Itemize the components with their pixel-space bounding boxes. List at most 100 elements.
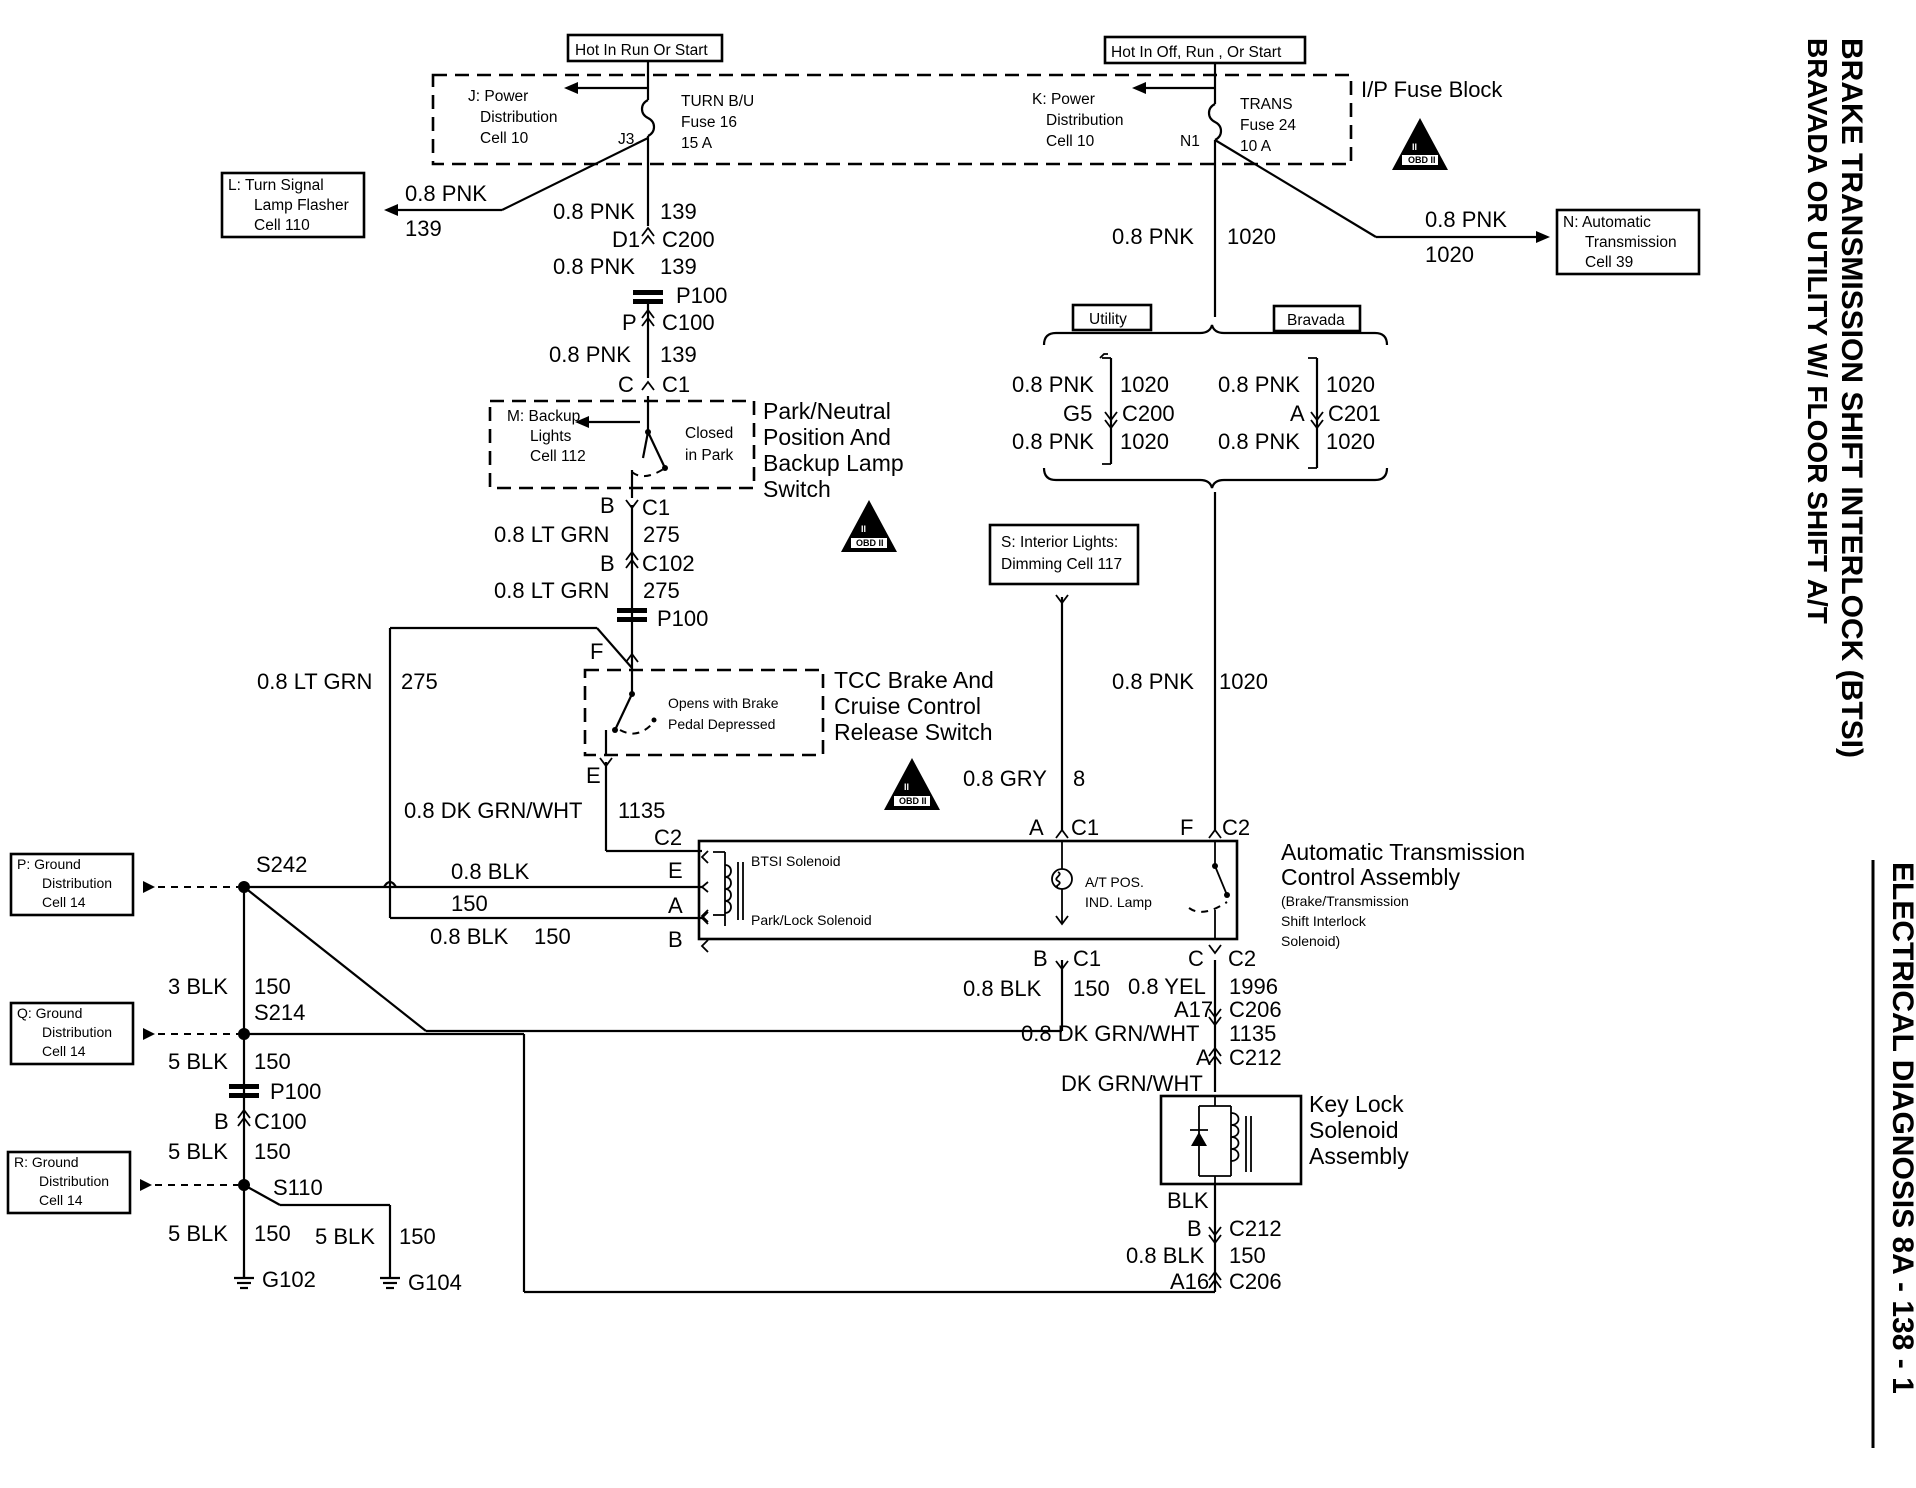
- svg-text:Distribution: Distribution: [42, 875, 112, 891]
- wire-1020-bravada-b: 1020: [1326, 429, 1375, 454]
- ip-fuse-block-label: I/P Fuse Block: [1361, 77, 1503, 102]
- ground-g102-label: G102: [262, 1267, 316, 1292]
- wire-3blk: 3 BLK: [168, 974, 228, 999]
- pin-g5: G5: [1063, 401, 1092, 426]
- svg-text:Fuse 24: Fuse 24: [1240, 117, 1296, 134]
- wire-5blk-c: 5 BLK: [168, 1221, 228, 1246]
- wire-275-b: 275: [643, 578, 680, 603]
- ground-g104-icon: [380, 1270, 400, 1290]
- wire-blk-keylock: BLK: [1167, 1188, 1209, 1213]
- conn-c206-b: C206: [1229, 1269, 1282, 1294]
- svg-text:Transmission: Transmission: [1585, 234, 1677, 251]
- wire-pnk-139-c: 0.8 PNK: [549, 342, 631, 367]
- wire-gry: 0.8 GRY: [963, 766, 1047, 791]
- conn-c201: C201: [1328, 401, 1381, 426]
- svg-text:Distribution: Distribution: [1046, 112, 1124, 129]
- ground-g102-icon: [234, 1270, 254, 1290]
- obd-icon: OBD II II: [884, 758, 940, 810]
- wire-8: 8: [1073, 766, 1085, 791]
- wire-5blk-b: 5 BLK: [168, 1139, 228, 1164]
- conn-c1-tcm-bottom: C1: [1073, 946, 1101, 971]
- pnp-switch-outline: [488, 399, 756, 490]
- n1-label: N1: [1180, 133, 1200, 150]
- svg-text:Lamp Flasher: Lamp Flasher: [254, 197, 349, 214]
- splice-s242: [238, 881, 250, 893]
- svg-text:Fuse 16: Fuse 16: [681, 114, 737, 131]
- tcc-note-1: Opens with Brake: [668, 695, 779, 711]
- p-ground-ref: P: Ground Distribution Cell 14: [9, 852, 135, 917]
- wire-dkgrnwht-b: 0.8 DK GRN/WHT: [1021, 1021, 1199, 1046]
- pnp-switch-label: Park/Neutral Position And Backup Lamp Sw…: [763, 398, 904, 502]
- pin-b-c100: B: [214, 1109, 229, 1134]
- wire-150-5blk-c: 150: [254, 1221, 291, 1246]
- svg-text:OBD II: OBD II: [856, 538, 884, 548]
- svg-text:Cell 39: Cell 39: [1585, 254, 1633, 271]
- svg-text:Key Lock: Key Lock: [1309, 1091, 1404, 1117]
- svg-text:Hot In Off, Run , Or Start: Hot In Off, Run , Or Start: [1111, 44, 1282, 61]
- pin-e-tcc: E: [586, 763, 601, 788]
- conn-p100-b: P100: [657, 606, 708, 631]
- svg-text:Cruise Control: Cruise Control: [834, 693, 981, 719]
- l-wire-color: 0.8 PNK: [405, 181, 487, 206]
- svg-text:ELECTRICAL DIAGNOSIS 8A - 138: ELECTRICAL DIAGNOSIS 8A - 138 - 1: [1886, 862, 1916, 1394]
- splice-s214-label: S214: [254, 1000, 305, 1025]
- tcm-box: [697, 839, 1239, 941]
- svg-text:Solenoid: Solenoid: [1309, 1117, 1399, 1143]
- svg-text:J: Power: J: Power: [468, 88, 528, 105]
- wire-pnk-bravada-a: 0.8 PNK: [1218, 372, 1300, 397]
- fuse-24-label: TRANS Fuse 24 10 A: [1240, 96, 1296, 155]
- conn-c2-tcm-top: C2: [1222, 815, 1250, 840]
- wire-circuit-139-a: 139: [660, 199, 697, 224]
- pin-c: C: [618, 372, 634, 397]
- svg-text:TURN B/U: TURN B/U: [681, 93, 754, 110]
- svg-text:Cell 14: Cell 14: [42, 1043, 86, 1059]
- svg-text:Assembly: Assembly: [1309, 1143, 1409, 1169]
- wire-1020-b: 1020: [1219, 669, 1268, 694]
- svg-text:Automatic Transmission: Automatic Transmission: [1281, 839, 1525, 865]
- svg-text:Hot In Run Or Start: Hot In Run Or Start: [575, 42, 708, 59]
- wire-dkgrnwht-c: DK GRN/WHT: [1061, 1071, 1203, 1096]
- svg-text:S: Interior Lights:: S: Interior Lights:: [1001, 534, 1118, 551]
- conn-c200-a: C200: [662, 227, 715, 252]
- conn-c102: C102: [642, 551, 695, 576]
- svg-text:Solenoid): Solenoid): [1281, 933, 1340, 949]
- svg-text:P: Ground: P: Ground: [17, 856, 81, 872]
- hot-run-start-box: Hot In Run Or Start: [566, 33, 724, 63]
- conn-c212-a: C212: [1229, 1045, 1282, 1070]
- pin-f-c2-tcm: F: [1180, 815, 1193, 840]
- svg-text:Shift Interlock: Shift Interlock: [1281, 913, 1367, 929]
- svg-text:Cell 112: Cell 112: [530, 448, 586, 465]
- wire-150-5blk-b: 150: [254, 1139, 291, 1164]
- p100-passthrough-c: [229, 1084, 259, 1098]
- key-lock-label: Key Lock Solenoid Assembly: [1309, 1091, 1409, 1169]
- wire-ltgrn-a: 0.8 LT GRN: [494, 522, 609, 547]
- wire-ltgrn-b: 0.8 LT GRN: [494, 578, 609, 603]
- conn-c2-tcm-bottom: C2: [1228, 946, 1256, 971]
- svg-text:M: Backup: M: Backup: [507, 408, 580, 425]
- ground-g104-label: G104: [408, 1270, 462, 1295]
- wire-150-c1: 150: [1073, 976, 1110, 1001]
- diagram-title: BRAKE TRANSMISSION SHIFT INTERLOCK (BTSI…: [1835, 38, 1868, 758]
- key-lock-diode-coil: [1190, 1096, 1252, 1184]
- svg-text:Cell 10: Cell 10: [480, 130, 529, 147]
- hot-off-run-start-box: Hot In Off, Run , Or Start: [1103, 35, 1307, 65]
- l-turn-signal-ref: L: Turn Signal Lamp Flasher Cell 110: [220, 171, 366, 239]
- pin-c2-tcm-left: C2: [654, 825, 682, 850]
- wire-150-3blk: 150: [254, 974, 291, 999]
- wire-blk-c1: 0.8 BLK: [963, 976, 1042, 1001]
- conn-c100-b: C100: [254, 1109, 307, 1134]
- wire-blk-tcm-e: 0.8 BLK: [451, 859, 530, 884]
- pnp-note-1: Closed: [685, 425, 733, 442]
- wire-150-keylock: 150: [1229, 1243, 1266, 1268]
- pin-d1: D1: [612, 227, 640, 252]
- s-interior-lights-ref: S: Interior Lights: Dimming Cell 117: [988, 523, 1140, 586]
- svg-text:R: Ground: R: Ground: [14, 1154, 79, 1170]
- svg-text:Release Switch: Release Switch: [834, 719, 993, 745]
- svg-text:N: Automatic: N: Automatic: [1563, 214, 1651, 231]
- svg-text:II: II: [904, 782, 909, 792]
- svg-text:TCC Brake And: TCC Brake And: [834, 667, 994, 693]
- p100-passthrough-a: [633, 290, 663, 304]
- svg-text:II: II: [861, 524, 866, 534]
- wire-pnk-139-a: 0.8 PNK: [553, 199, 635, 224]
- n-wire-circuit: 1020: [1425, 242, 1474, 267]
